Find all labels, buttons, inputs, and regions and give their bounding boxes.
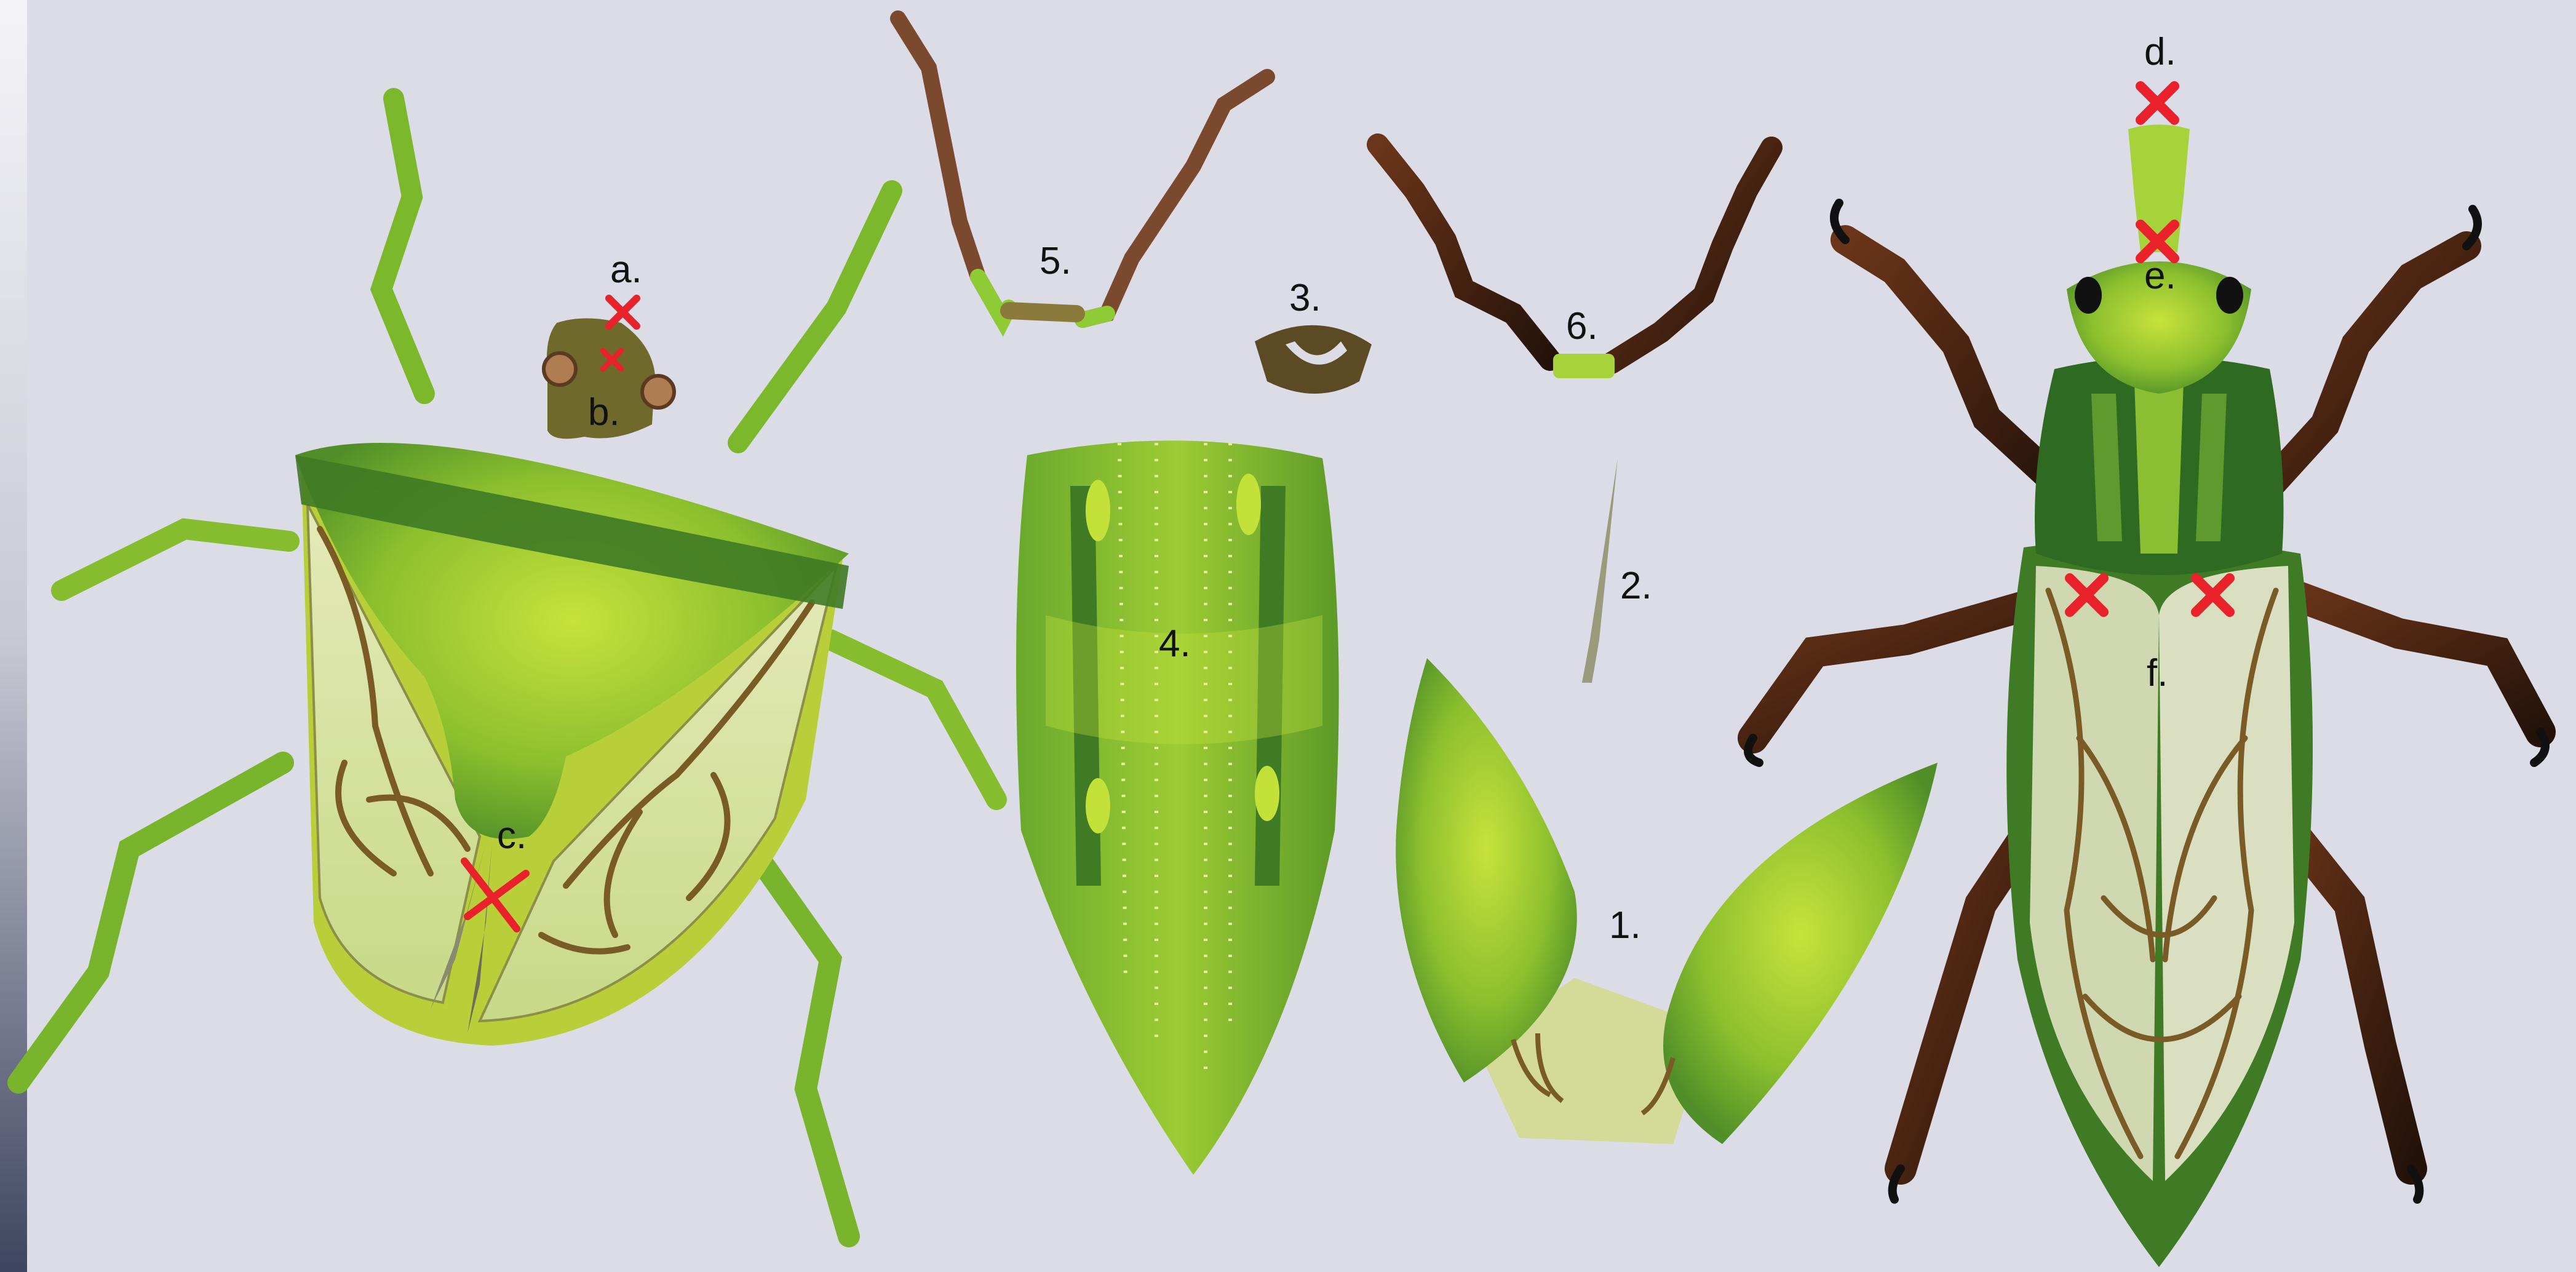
stink-bug-leg-hind-left: [18, 763, 283, 1083]
weevil-leg-front-right: [2264, 246, 2467, 492]
label-a: a.: [610, 251, 642, 289]
label-3: 3.: [1289, 279, 1321, 317]
label-c: c.: [497, 817, 527, 855]
part-4-elytron: [1016, 440, 1339, 1175]
weevil-leg-mid-left: [1753, 603, 2036, 738]
weevil-leg-front-left: [1845, 240, 2067, 492]
part-5-antenna-pair: [898, 18, 1267, 320]
stink-bug-eye-right: [642, 376, 674, 408]
label-1: 1.: [1609, 907, 1641, 945]
stink-bug: [18, 98, 996, 1236]
stink-bug-eye-left: [544, 353, 576, 385]
stink-bug-leg-mid-right: [830, 640, 996, 800]
label-f: f.: [2147, 654, 2168, 693]
label-5: 5.: [1040, 242, 1071, 280]
part-3-collar: [1255, 325, 1372, 394]
label-b: b.: [588, 394, 620, 432]
label-d: d.: [2144, 33, 2176, 71]
label-2: 2.: [1620, 567, 1652, 605]
label-6: 6.: [1566, 308, 1598, 346]
stink-bug-leg-front-left: [381, 98, 424, 394]
label-e: e.: [2144, 257, 2176, 295]
cut-mark-a: [609, 298, 637, 326]
weevil-eye-left: [2075, 277, 2102, 314]
label-4: 4.: [1159, 625, 1191, 663]
weevil-leg-mid-right: [2282, 590, 2540, 732]
weevil-eye-right: [2216, 277, 2243, 314]
stink-bug-leg-front-right: [738, 191, 892, 443]
stink-bug-leg-hind-right: [757, 855, 849, 1236]
part-2-stylet: [1582, 458, 1618, 683]
stink-bug-leg-mid-left: [62, 529, 289, 590]
part-1-wing-pair: [1396, 658, 1938, 1144]
cut-mark-d: [2141, 86, 2174, 120]
